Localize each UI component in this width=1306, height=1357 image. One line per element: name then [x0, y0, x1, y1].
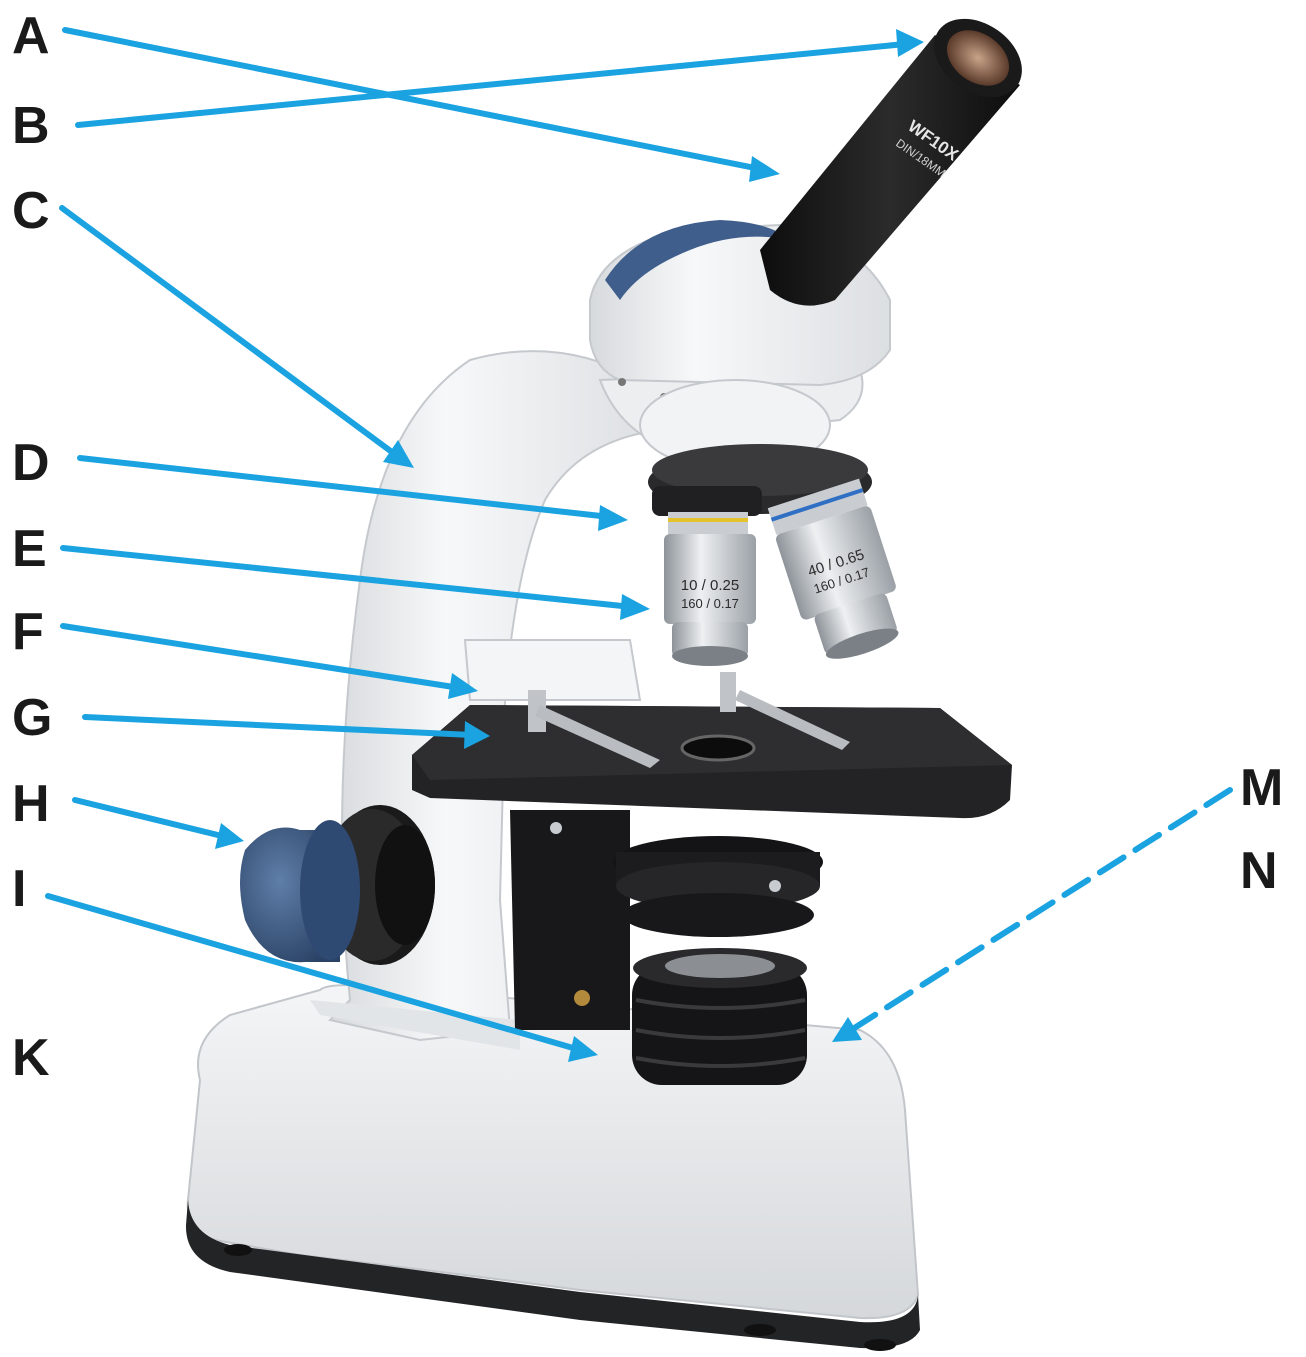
- label-D: D: [12, 437, 50, 489]
- label-F: F: [12, 606, 44, 658]
- condenser: [613, 836, 823, 937]
- arrow-A: [65, 30, 780, 182]
- label-K: K: [12, 1032, 50, 1084]
- label-I: I: [12, 863, 26, 915]
- label-E: E: [12, 523, 47, 575]
- objective-10x-engraving-1: 10 / 0.25: [681, 577, 739, 594]
- label-B: B: [12, 100, 50, 152]
- lamp-housing: [632, 948, 807, 1085]
- label-N: N: [1240, 845, 1278, 897]
- label-M: M: [1240, 762, 1283, 814]
- objective-10x: 10 / 0.25 160 / 0.17: [664, 512, 756, 666]
- arrow-B: [78, 29, 924, 125]
- focus-knob: [240, 805, 435, 965]
- label-H: H: [12, 778, 50, 830]
- label-A: A: [12, 10, 50, 62]
- objective-10x-engraving-2: 160 / 0.17: [681, 596, 739, 611]
- label-G: G: [12, 692, 52, 744]
- arrow-H: [75, 800, 244, 849]
- arrow-C: [62, 208, 414, 468]
- arrow-M-dashed: [832, 790, 1230, 1042]
- label-C: C: [12, 185, 50, 237]
- objective-40x: 40 / 0.65 160 / 0.17: [766, 478, 913, 669]
